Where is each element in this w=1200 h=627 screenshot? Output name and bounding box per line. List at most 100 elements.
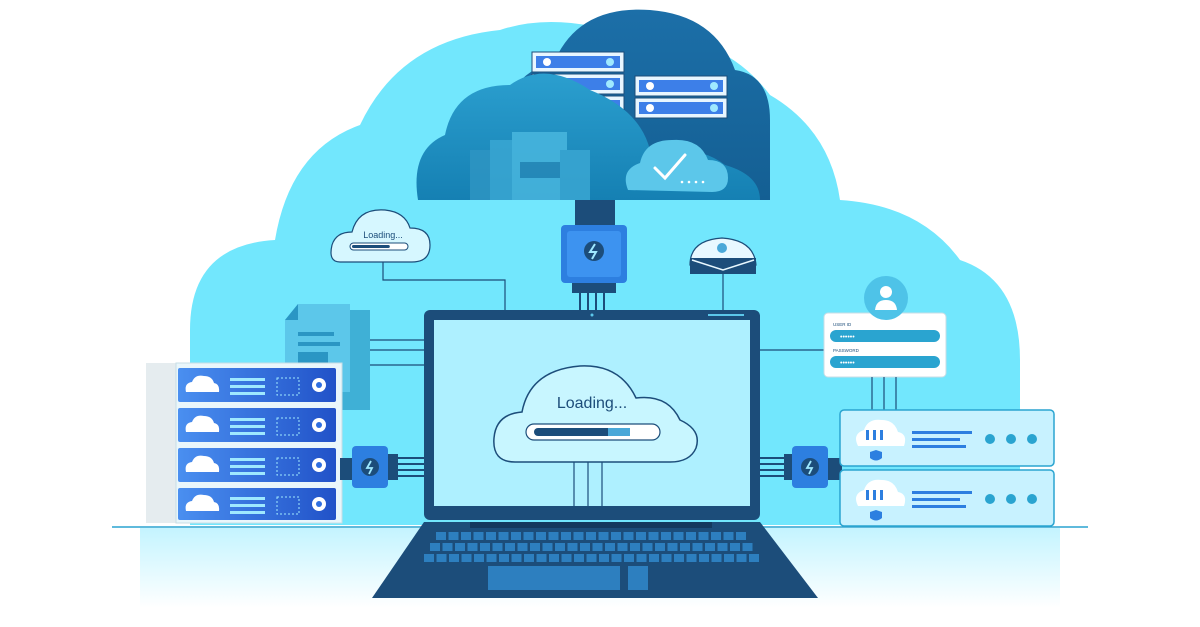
keyboard-key — [711, 532, 721, 540]
keyboard-key — [561, 532, 571, 540]
keyboard-key — [511, 532, 521, 540]
keyboard-key — [530, 543, 540, 551]
keyboard-key — [661, 532, 671, 540]
keyboard-key — [680, 543, 690, 551]
left-server-rack — [146, 362, 343, 524]
password-field — [830, 356, 940, 368]
keyboard-key — [724, 554, 734, 562]
keyboard-key — [730, 543, 740, 551]
top-plug-connector — [561, 200, 627, 312]
right-plug-connector — [760, 446, 842, 488]
keyboard-key — [749, 554, 759, 562]
keyboard-key — [448, 532, 459, 540]
keyboard-key — [717, 543, 728, 551]
keyboard-key — [573, 532, 584, 540]
keyboard-key — [567, 543, 578, 551]
keyboard-key — [648, 532, 659, 540]
keyboard-key — [636, 554, 647, 562]
keyboard-key — [449, 554, 459, 562]
keyboard-key — [586, 532, 596, 540]
left-plug-connector — [340, 446, 426, 488]
keyboard-key — [586, 554, 597, 562]
keyboard-key — [498, 532, 509, 540]
keyboard-key — [611, 532, 621, 540]
keyboard-key — [474, 554, 484, 562]
lightning-icon — [588, 243, 598, 260]
badge-loading-label: Loading... — [363, 230, 403, 240]
password-label: PASSWORD — [833, 348, 860, 353]
right-server-stack — [839, 409, 1055, 527]
server-unit — [178, 488, 336, 520]
keyboard-key — [511, 554, 522, 562]
keyboard-key — [499, 554, 509, 562]
keyboard-key — [524, 554, 534, 562]
keyboard-key — [636, 532, 646, 540]
keyboard-key — [699, 554, 709, 562]
login-card: USER ID •••••• PASSWORD •••••• — [823, 276, 947, 410]
envelope-icon — [689, 237, 757, 310]
keyboard-key — [674, 554, 684, 562]
keyboard-key — [617, 543, 628, 551]
keyboard-key — [624, 554, 634, 562]
keyboard-key — [598, 532, 609, 540]
keyboard-key — [517, 543, 528, 551]
server-unit — [839, 469, 1055, 527]
keyboard-key — [461, 532, 471, 540]
check-icon — [653, 153, 687, 181]
keyboard-key — [592, 543, 603, 551]
keyboard-key — [455, 543, 465, 551]
keyboard-key — [723, 532, 734, 540]
keyboard-key — [692, 543, 703, 551]
screen-loading-label: Loading... — [557, 395, 627, 412]
keyboard-key — [480, 543, 490, 551]
keyboard-key — [705, 543, 715, 551]
keyboard-key — [430, 543, 440, 551]
keyboard-key — [642, 543, 653, 551]
keyboard-key — [661, 554, 672, 562]
keyboard-key — [649, 554, 659, 562]
username-label: USER ID — [833, 322, 852, 327]
keyboard-key — [505, 543, 515, 551]
keyboard-key — [611, 554, 622, 562]
keyboard-key — [473, 532, 484, 540]
keyboard-key — [630, 543, 640, 551]
keyboard-key — [561, 554, 572, 562]
keyboard-key — [623, 532, 634, 540]
server-unit — [839, 409, 1055, 467]
keyboard-key — [461, 554, 472, 562]
keyboard-key — [698, 532, 709, 540]
screen-progress-fill — [534, 428, 619, 436]
server-unit — [178, 368, 336, 402]
keyboard-key — [742, 543, 753, 551]
keyboard-key — [711, 554, 722, 562]
cloud-server-rack-right — [634, 75, 728, 119]
loading-badge-cloud: Loading... — [330, 209, 506, 310]
keyboard-key — [436, 532, 446, 540]
keyboard-key — [686, 532, 696, 540]
password-value: •••••• — [840, 360, 855, 367]
keyboard-key — [467, 543, 478, 551]
keyboard-key — [436, 554, 447, 562]
keyboard-key — [736, 554, 747, 562]
keyboard-key — [424, 554, 434, 562]
keyboard-key — [536, 554, 547, 562]
keyboard-key — [442, 543, 453, 551]
keyboard-key — [548, 532, 559, 540]
keyboard — [424, 532, 759, 562]
keyboard-key — [536, 532, 546, 540]
keyboard-key — [599, 554, 609, 562]
keyboard-key — [736, 532, 746, 540]
keyboard-key — [605, 543, 615, 551]
keyboard-key — [492, 543, 503, 551]
keyboard-key — [523, 532, 534, 540]
trackpad — [488, 566, 620, 590]
badge-progress-fill — [352, 245, 390, 248]
keyboard-key — [686, 554, 697, 562]
keyboard-key — [549, 554, 559, 562]
laptop: Loading... — [372, 310, 818, 598]
document-stack-icon — [470, 132, 590, 200]
keyboard-key — [555, 543, 565, 551]
username-value: •••••• — [840, 334, 855, 341]
keyboard-key — [655, 543, 665, 551]
